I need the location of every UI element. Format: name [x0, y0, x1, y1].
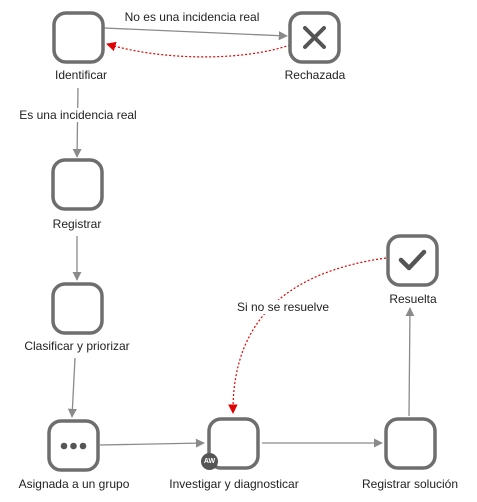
- edge-registrar-solucion-resuelta: [405, 307, 415, 417]
- node-asignada[interactable]: [47, 419, 100, 472]
- edge-identificar-rechazada: [103, 27, 288, 41]
- node-investigar[interactable]: [207, 417, 260, 470]
- node-label-resuelta: Resuelta: [389, 292, 437, 306]
- x-mark-icon: [303, 26, 326, 49]
- edge-label-no-resuelve: Si no se resuelve: [234, 300, 332, 314]
- node-rechazada[interactable]: [288, 11, 341, 64]
- edge-identificar-registrar: [72, 87, 82, 158]
- node-clasificar[interactable]: [51, 282, 104, 335]
- node-label-identificar: Identificar: [54, 68, 108, 82]
- node-registrar-solucion[interactable]: [384, 417, 437, 470]
- assignee-avatar: AW: [201, 453, 218, 470]
- node-registrar[interactable]: [51, 158, 104, 211]
- node-label-rechazada: Rechazada: [284, 68, 346, 82]
- node-label-investigar: Investigar y diagnosticar: [169, 477, 299, 491]
- edge-label-no-incidencia: No es una incidencia real: [122, 10, 262, 24]
- node-resuelta[interactable]: [386, 234, 439, 287]
- node-label-registrar-solucion: Registrar solución: [361, 477, 459, 491]
- node-identificar[interactable]: [52, 11, 105, 64]
- edge-clasificar-asignada: [67, 357, 77, 418]
- node-label-asignada: Asignada a un grupo: [18, 477, 130, 491]
- checkmark-icon: [398, 249, 427, 271]
- edge-label-es-incidencia: Es una incidencia real: [17, 108, 139, 122]
- edge-asignada-investigar: [99, 438, 205, 448]
- ellipsis-icon: [60, 442, 87, 450]
- node-label-registrar: Registrar: [52, 217, 102, 231]
- edge-resuelta-investigar: [228, 257, 387, 414]
- node-label-clasificar: Clasificar y priorizar: [24, 339, 130, 353]
- edge-rechazada-identificar: [106, 41, 291, 58]
